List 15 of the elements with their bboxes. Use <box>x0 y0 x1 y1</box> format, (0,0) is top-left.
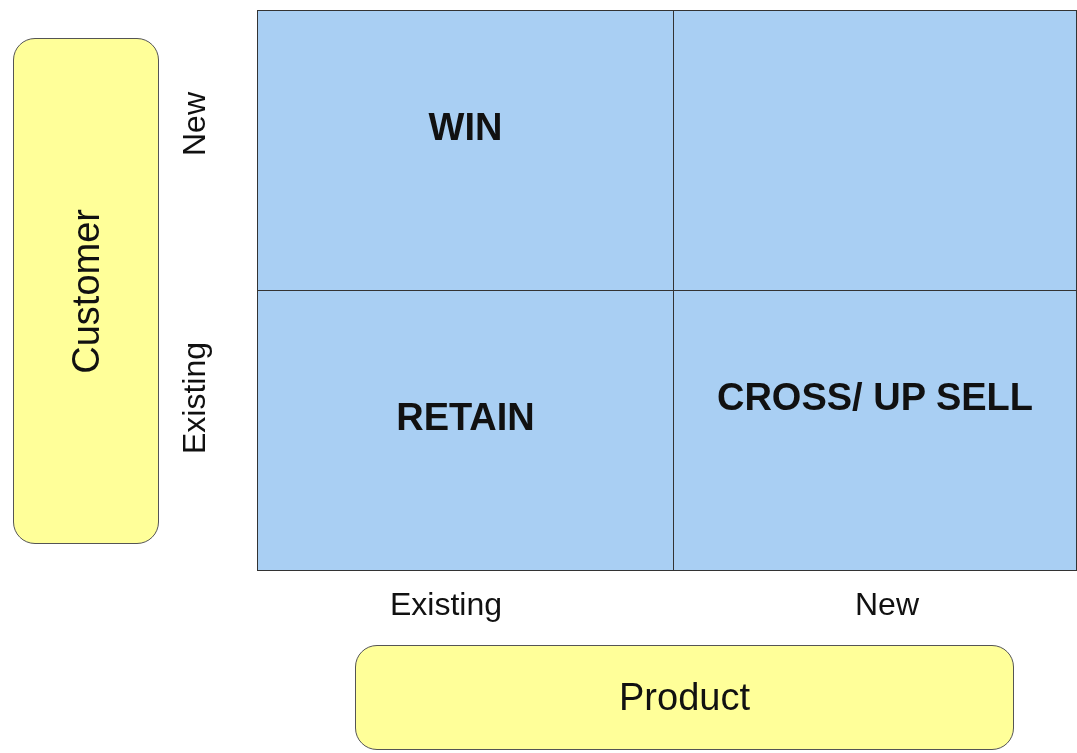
axis-value-label: Existing <box>176 342 213 455</box>
matrix-cell <box>257 10 674 291</box>
axis-title: Product <box>619 676 750 719</box>
axis-value-label: New <box>176 92 213 156</box>
axis-title: Customer <box>64 208 108 374</box>
quadrant-label: RETAIN <box>396 396 535 439</box>
axis-value-label: New <box>855 586 919 623</box>
axis-title-box <box>13 38 159 544</box>
matrix-cell <box>673 10 1077 291</box>
axis-value-label: Existing <box>390 586 503 623</box>
quadrant-label: CROSS/ UP SELL <box>717 376 1033 419</box>
quadrant-label: WIN <box>428 106 503 149</box>
axis-title-box <box>355 645 1014 750</box>
matrix-cell <box>673 290 1077 571</box>
matrix-cell <box>257 290 674 571</box>
